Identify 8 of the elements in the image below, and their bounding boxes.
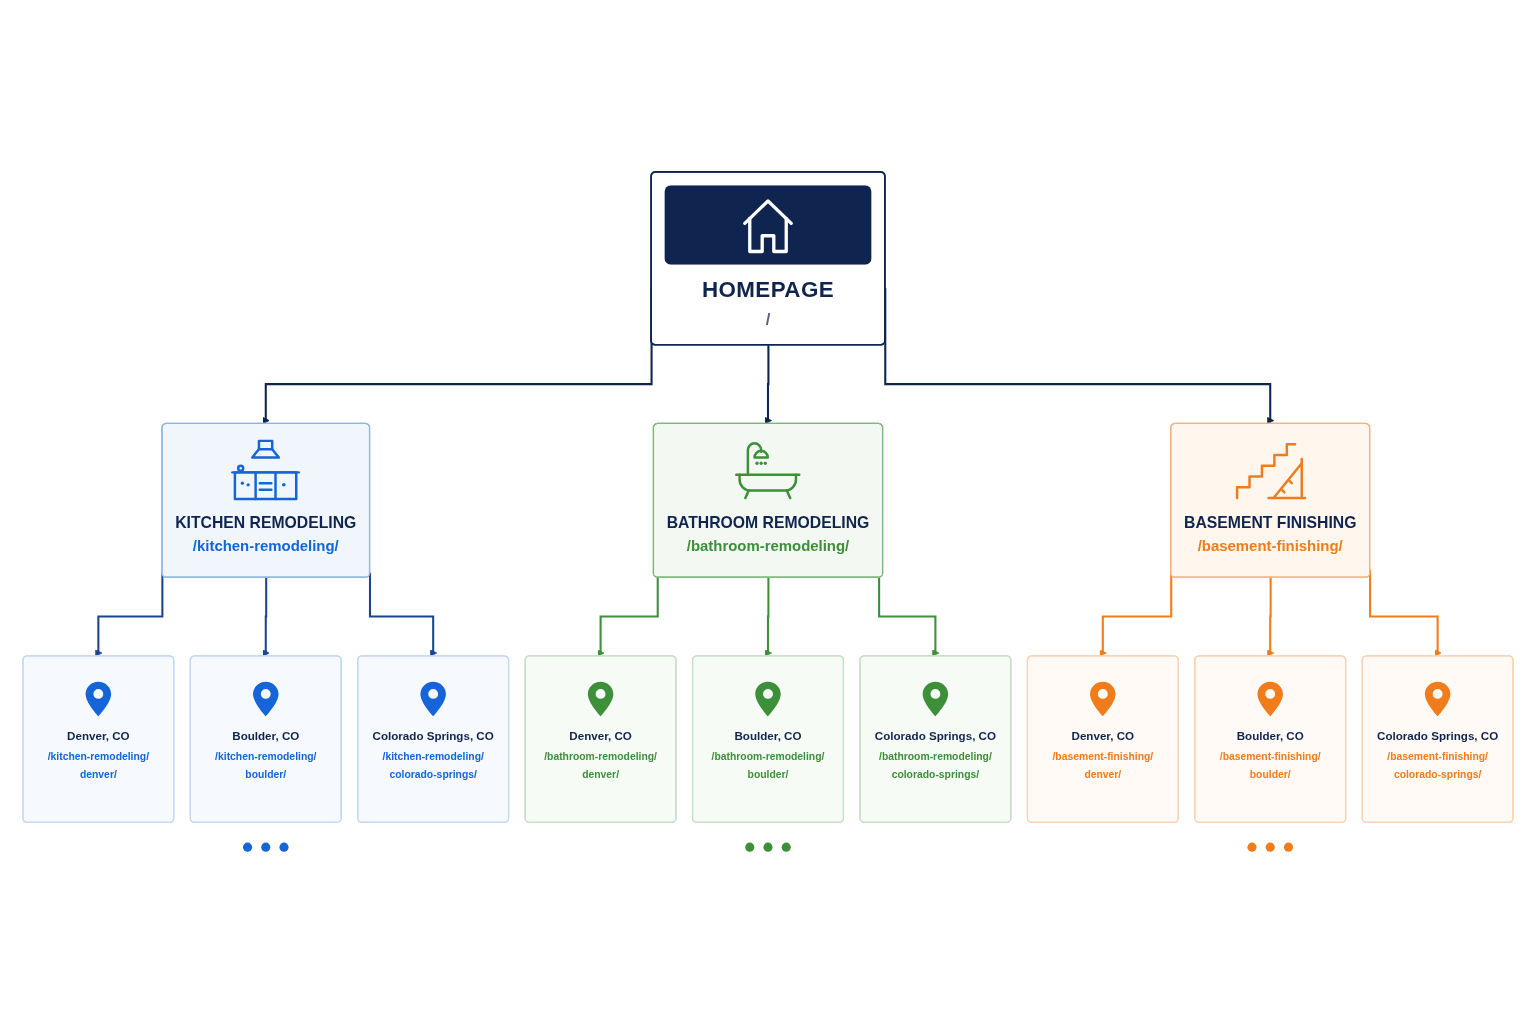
arrow [368, 572, 438, 657]
arrow [1266, 577, 1275, 657]
arrow [262, 577, 270, 657]
arrow [597, 577, 659, 657]
arrow [764, 577, 773, 657]
arrow [1369, 569, 1442, 657]
arrow [764, 345, 773, 425]
arrow [878, 577, 940, 657]
